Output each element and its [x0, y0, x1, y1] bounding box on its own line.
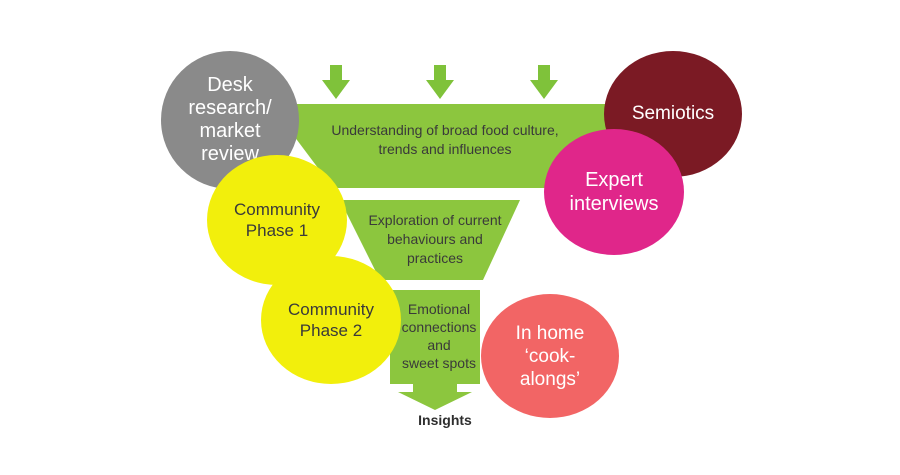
community-phase-1-label: Community Phase 1	[234, 200, 320, 240]
output-arrow	[398, 384, 472, 410]
funnel-stage-3-label: Emotional connections and sweet spots	[401, 301, 477, 371]
desk-research-label: Desk research/ market review	[188, 74, 272, 165]
funnel-stage-2-label: Exploration of current behaviours and pr…	[368, 211, 502, 266]
input-arrow-2	[426, 65, 454, 99]
input-arrow-1	[322, 65, 350, 99]
funnel-stage-1	[270, 104, 635, 188]
expert-interviews-circle: Expert interviews	[544, 129, 684, 255]
community-phase-2-circle: Community Phase 2	[261, 256, 401, 384]
insights-label: Insights	[418, 412, 472, 428]
in-home-cookalongs-label: In home ‘cook- alongs’	[515, 322, 585, 390]
expert-interviews-label: Expert interviews	[569, 169, 659, 215]
semiotics-label: Semiotics	[631, 103, 715, 124]
community-phase-2-label: Community Phase 2	[288, 300, 374, 340]
funnel-stage-3	[390, 290, 480, 384]
input-arrow-3	[530, 65, 558, 99]
in-home-cookalongs-circle: In home ‘cook- alongs’	[481, 294, 619, 418]
funnel-stage-2	[340, 200, 520, 280]
funnel-stage-1-label: Understanding of broad food culture, tre…	[331, 122, 559, 157]
